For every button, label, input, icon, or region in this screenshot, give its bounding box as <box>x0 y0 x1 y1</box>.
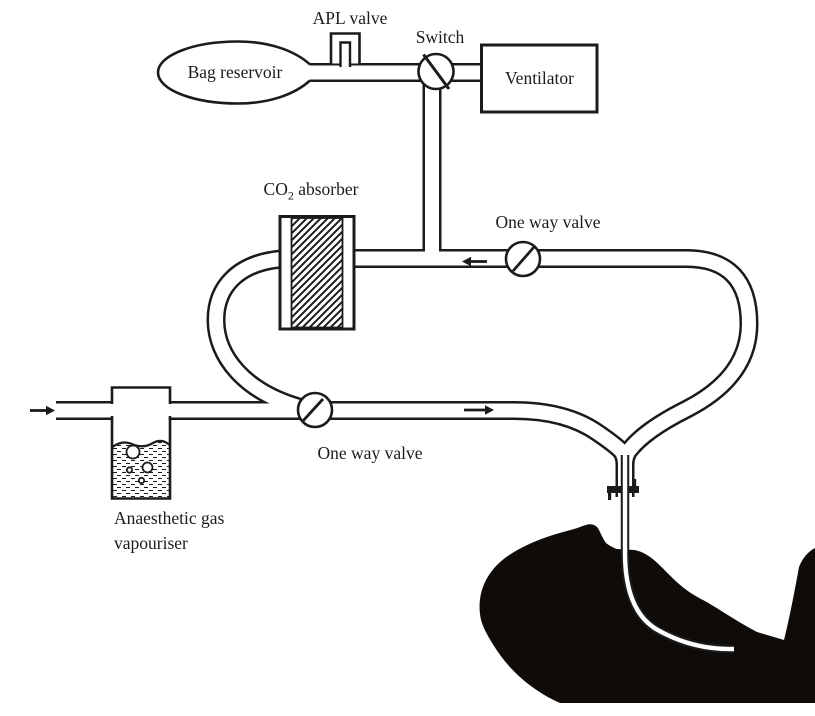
inspiratory-flow-arrow <box>464 405 494 415</box>
apl-valve-icon <box>329 32 361 67</box>
fresh-gas-inlet-arrow <box>30 405 55 416</box>
vapouriser-label: Anaesthetic gas vapouriser <box>114 506 224 556</box>
patient-silhouette <box>479 524 815 703</box>
one-way-valve-top-icon <box>504 240 542 278</box>
switch-valve-icon <box>417 52 455 91</box>
apl-valve-label: APL valve <box>312 8 388 28</box>
anaesthetic-liquid <box>112 440 170 497</box>
vapouriser-icon <box>110 386 172 500</box>
ventilator-label: Ventilator <box>504 68 574 88</box>
co2-absorber-canister <box>278 215 356 331</box>
bubble <box>137 476 146 485</box>
one-way-valve-bottom-label: One way valve <box>317 443 423 463</box>
bubble <box>141 461 154 474</box>
bubble <box>125 444 141 460</box>
vapouriser-label-line1: Anaesthetic gas <box>114 508 225 528</box>
one-way-valve-bottom-icon <box>296 391 334 429</box>
switch-label: Switch <box>415 27 465 47</box>
bubble <box>125 466 134 474</box>
ventilator-box <box>480 43 599 114</box>
endotracheal-tube <box>620 455 735 654</box>
vapouriser-label-line2: vapouriser <box>114 533 188 553</box>
one-way-valve-top-label: One way valve <box>495 212 601 232</box>
bag-reservoir-label: Bag reservoir <box>187 62 283 82</box>
bag-reservoir-shape <box>156 40 311 105</box>
co2-absorber-label: CO2 absorber <box>263 179 359 203</box>
expiratory-flow-arrow <box>462 256 487 267</box>
